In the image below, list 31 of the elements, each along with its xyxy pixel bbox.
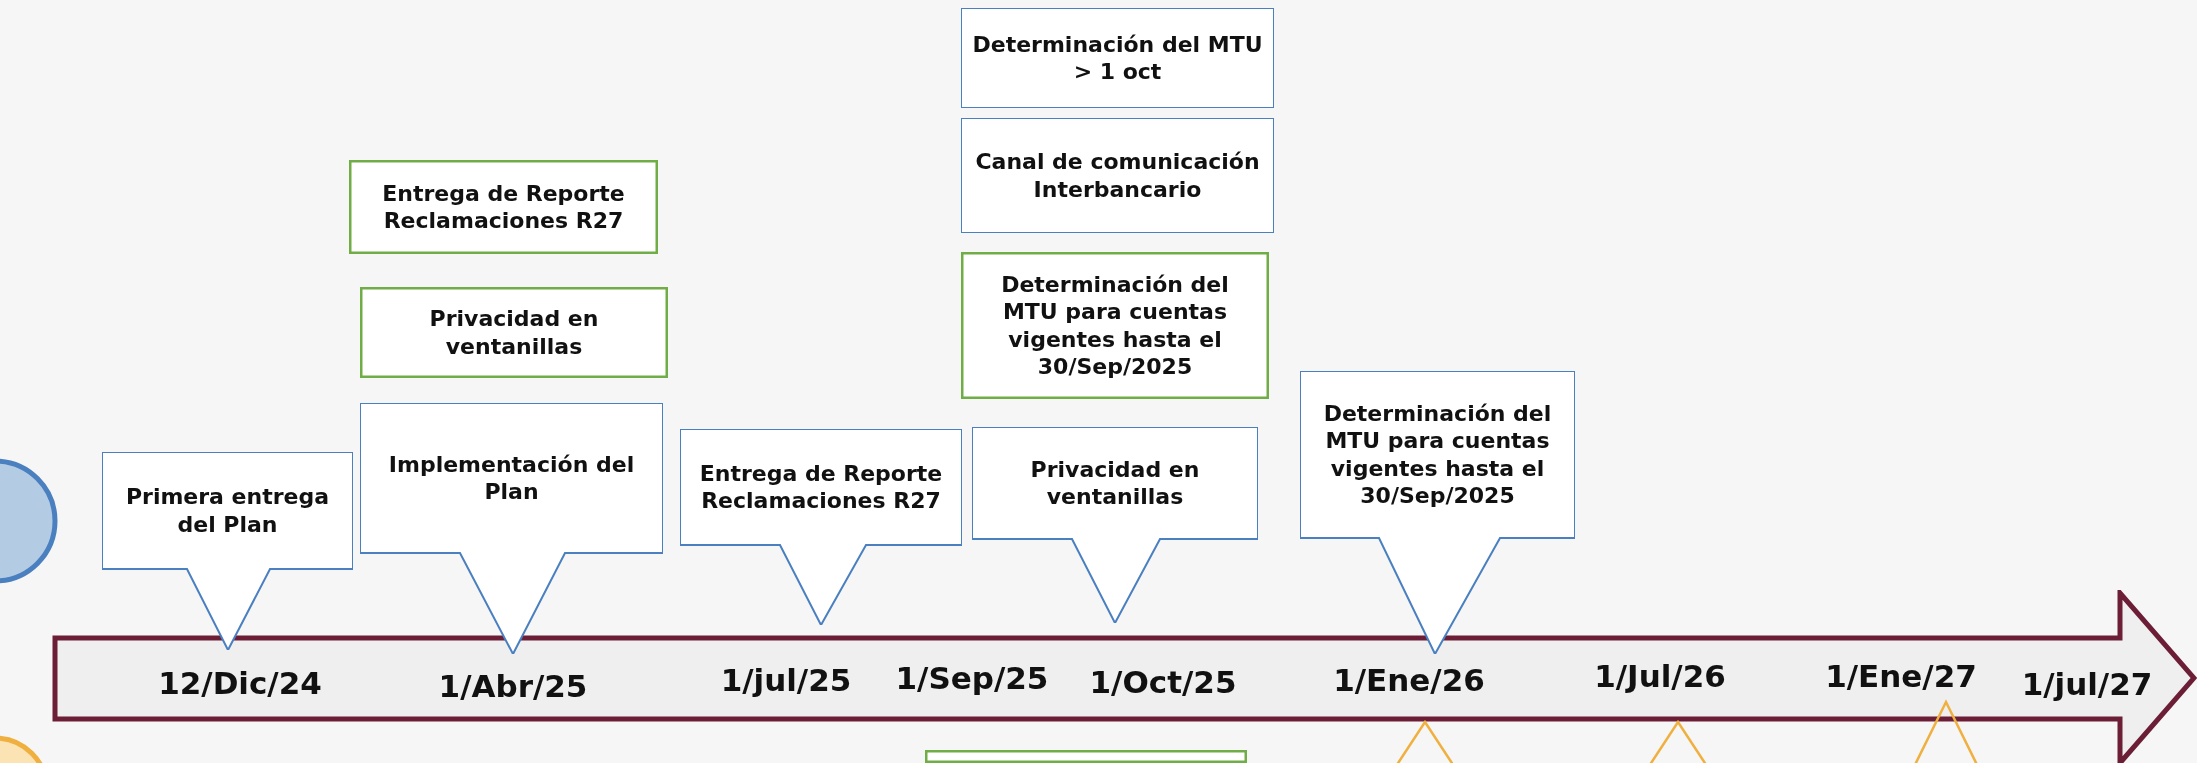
date-label: 1/jul/27 <box>2021 666 2153 702</box>
callout-box <box>1300 371 1575 654</box>
text-box <box>925 750 1247 763</box>
date-label: 1/Abr/25 <box>438 668 588 704</box>
callout-box <box>972 427 1258 623</box>
box-text: Entrega de Reporte Reclamaciones R27 <box>698 459 944 515</box>
date-label: 1/jul/25 <box>720 662 852 698</box>
date-label: 1/Ene/27 <box>1825 658 1977 694</box>
callout-box <box>360 403 663 654</box>
box-text: Determinación del MTU > 1 oct <box>971 30 1264 86</box>
date-label: 12/Dic/24 <box>158 665 322 701</box>
text-box <box>360 287 668 378</box>
date-label: 1/Sep/25 <box>895 660 1049 696</box>
date-label: 1/Ene/26 <box>1333 662 1485 698</box>
callout-box <box>102 452 353 650</box>
callout-box <box>680 429 962 625</box>
box-text: Canal de comunicación Interbancario <box>974 148 1261 203</box>
text-box <box>961 252 1269 399</box>
text-box <box>349 160 658 254</box>
text-box <box>961 118 1274 233</box>
box-text: Determinación del MTU para cuentas vigentes hasta el 30/Sep/2025 <box>1322 399 1553 510</box>
date-label: 1/Oct/25 <box>1089 664 1237 700</box>
text-box <box>961 8 1274 108</box>
box-text: Privacidad en ventanillas <box>428 305 600 360</box>
box-text: Privacidad en ventanillas <box>1029 455 1201 511</box>
timeline-arrow <box>52 590 2197 763</box>
date-label: 1/Jul/26 <box>1594 658 1726 694</box>
box-text: Implementación del Plan <box>387 450 636 506</box>
box-text: Primera entrega del Plan <box>124 483 331 538</box>
box-text: Determinación del MTU para cuentas vigentes hasta el 30/Sep/2025 <box>1000 270 1230 381</box>
box-text: Entrega de Reporte Reclamaciones R27 <box>381 179 626 235</box>
